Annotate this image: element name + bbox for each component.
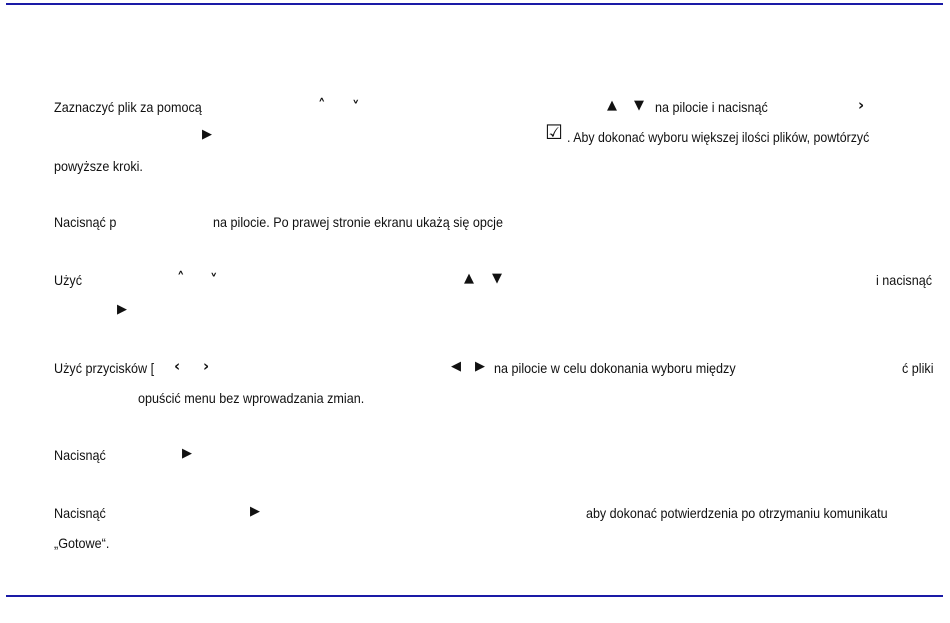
- triangle-right-icon: ▶: [117, 302, 127, 317]
- top-rule: [6, 3, 943, 5]
- bottom-rule: [6, 595, 943, 597]
- step-2-text-left: Nacisnąć p: [54, 214, 117, 230]
- step-1-text-left: Zaznaczyć plik za pomocą: [54, 99, 202, 115]
- chevron-right-icon: ›: [203, 357, 210, 375]
- step-4-text-right: ć pliki: [902, 360, 934, 376]
- chevron-right-icon: ›: [858, 96, 865, 114]
- chevron-up-icon: ˄: [318, 96, 326, 114]
- chevron-up-icon: ˄: [177, 269, 185, 287]
- triangle-right-icon: ▶: [250, 504, 260, 519]
- step-5-text-left: Nacisnąć: [54, 447, 106, 463]
- step-1-text-mid: na pilocie i nacisnąć: [655, 99, 768, 115]
- step-6-text-right: aby dokonać potwierdzenia po otrzymaniu …: [586, 505, 888, 521]
- step-3-text-right: i nacisnąć: [876, 272, 933, 288]
- step-4-text-mid: na pilocie w celu dokonania wyboru międz…: [494, 360, 736, 376]
- step-3-text-left: Użyć: [54, 272, 83, 288]
- chevron-down-icon: ˅: [210, 271, 218, 289]
- triangle-up-icon: ▲: [607, 98, 617, 113]
- triangle-right-icon: ▶: [182, 446, 192, 461]
- triangle-down-icon: ▼: [492, 271, 502, 286]
- step-2-text-right: na pilocie. Po prawej stronie ekranu uka…: [213, 214, 503, 230]
- step-1-text-line3: powyższe kroki.: [54, 158, 143, 174]
- step-1-text-right: . Aby dokonać wyboru większej ilości pli…: [567, 129, 870, 145]
- step-4-text-left: Użyć przycisków [: [54, 360, 155, 376]
- chevron-down-icon: ˅: [352, 98, 360, 116]
- step-6-text-left: Nacisnąć: [54, 505, 106, 521]
- triangle-right-icon: ▶: [202, 127, 212, 142]
- triangle-left-icon: ◀: [451, 359, 461, 374]
- triangle-right-icon: ▶: [475, 359, 485, 374]
- triangle-up-icon: ▲: [464, 271, 474, 286]
- step-4-text-line2: opuścić menu bez wprowadzania zmian.: [138, 390, 365, 406]
- triangle-down-icon: ▼: [634, 98, 644, 113]
- checkbox-checked-icon: ☑: [545, 120, 563, 144]
- chevron-left-icon: ‹: [174, 357, 181, 375]
- step-6-text-line2: „Gotowe“.: [54, 535, 110, 551]
